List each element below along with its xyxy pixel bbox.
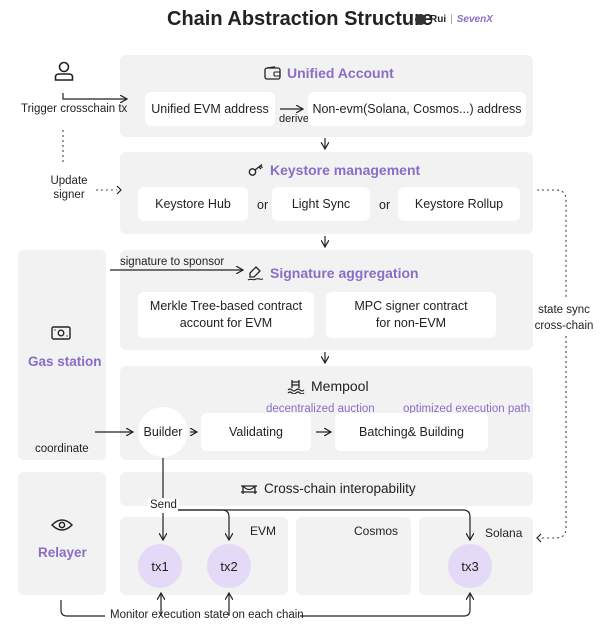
monitor-execution-label: Monitor execution state on each chain: [110, 609, 304, 621]
merkle-tree-contract-box: Merkle Tree-based contract account for E…: [138, 292, 314, 338]
eye-icon: [51, 519, 73, 531]
keystore-title: Keystore management: [248, 162, 420, 178]
cosmos-chain-label: Cosmos: [354, 524, 399, 538]
unified-evm-address-box: Unified EVM address: [145, 92, 275, 126]
update-signer-label: Update signer: [50, 175, 88, 201]
send-label: Send: [148, 499, 179, 511]
decentralized-auction-label: decentralized auction: [266, 403, 375, 415]
gas-station-label: Gas station: [28, 354, 102, 369]
batching-building-box: Batching& Building: [335, 413, 488, 451]
signature-to-sponsor-label: signature to sponsor: [120, 256, 225, 268]
tx1-node: tx1: [138, 544, 182, 588]
sevenx-logo: SevenX: [456, 14, 493, 25]
gas-station-panel: [18, 250, 106, 460]
signature-title: Signature aggregation: [247, 265, 419, 281]
user-icon: [54, 61, 74, 81]
non-evm-address-box: Non-evm(Solana, Cosmos...) address: [308, 92, 526, 126]
rui-logo-icon: [415, 14, 426, 25]
tx3-node: tx3: [448, 544, 492, 588]
coordinate-label: coordinate: [35, 443, 89, 455]
optimized-execution-path-label: optimized execution path: [403, 403, 531, 415]
relayer-panel: [18, 472, 106, 595]
or-label-1: or: [257, 198, 269, 212]
interop-title: Cross-chain interopability: [240, 481, 416, 496]
or-label-2: or: [379, 198, 391, 212]
keystore-hub-box: Keystore Hub: [138, 187, 248, 221]
evm-chain-label: EVM: [250, 524, 277, 538]
key-icon: [248, 163, 263, 176]
derive-label: derive: [279, 113, 309, 125]
mpc-signer-contract-box: MPC signer contract for non-EVM: [326, 292, 496, 338]
keystore-rollup-box: Keystore Rollup: [398, 187, 520, 221]
interop-panel: [120, 472, 533, 506]
tx2-node: tx2: [207, 544, 251, 588]
pool-icon: [287, 380, 305, 394]
logo-separator: |: [450, 14, 453, 25]
solana-chain-label: Solana: [485, 526, 523, 540]
builder-node: Builder: [138, 407, 188, 457]
unified-account-title: Unified Account: [264, 65, 394, 81]
bridge-icon: [241, 485, 257, 494]
mempool-title: Mempool: [287, 378, 369, 394]
state-sync-label: state sync cross-chain: [534, 304, 594, 332]
trigger-crosschain-tx-label: Trigger crosschain tx: [21, 103, 128, 115]
page-title: Chain Abstraction Structure: [167, 8, 433, 30]
wallet-icon: [264, 66, 281, 80]
signature-pen-icon: [247, 266, 264, 281]
cash-icon: [51, 326, 71, 340]
rui-logo-text: Rui: [430, 14, 447, 25]
light-sync-box: Light Sync: [272, 187, 370, 221]
relayer-label: Relayer: [38, 545, 87, 560]
brand-logos: Rui | SevenX: [415, 14, 493, 25]
validating-box: Validating: [201, 413, 311, 451]
